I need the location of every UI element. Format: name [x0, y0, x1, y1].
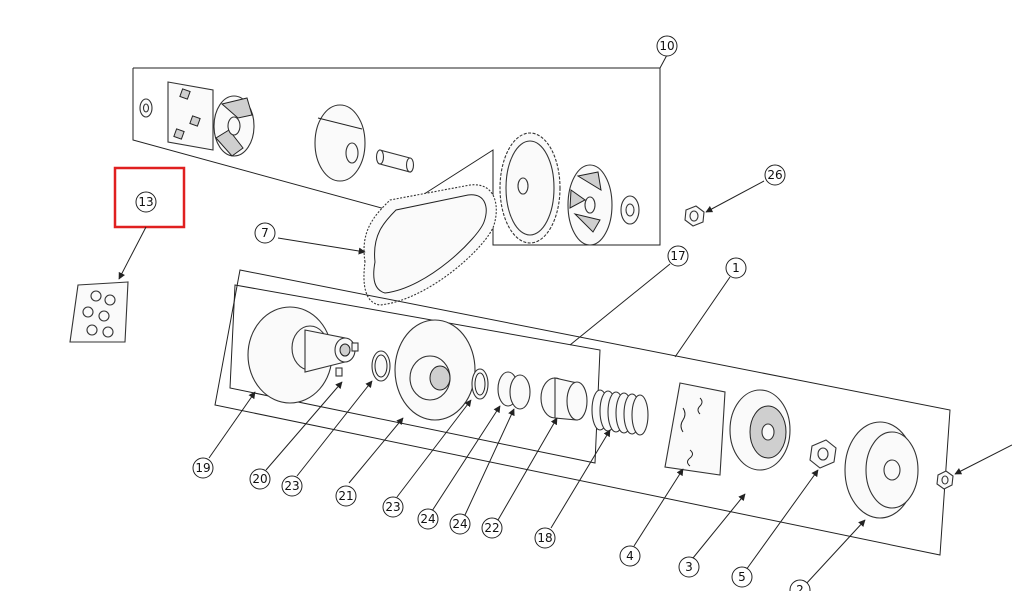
callout-19: 19 [192, 457, 214, 479]
svg-text:13: 13 [138, 195, 153, 209]
callout-21: 21 [335, 485, 357, 507]
svg-text:22: 22 [484, 521, 499, 535]
driven-pulley-parts [247, 306, 954, 519]
svg-text:21: 21 [338, 489, 353, 503]
callout-23b: 23 [382, 496, 404, 518]
svg-text:10: 10 [659, 39, 674, 53]
svg-text:23: 23 [284, 479, 299, 493]
svg-text:18: 18 [537, 531, 552, 545]
callout-7: 7 [254, 222, 276, 244]
svg-text:23: 23 [385, 500, 400, 514]
callout-24a: 24 [417, 508, 439, 530]
driven-pulley-group-frame [214, 269, 951, 556]
callout-2: 2 [789, 579, 811, 591]
svg-text:7: 7 [261, 226, 269, 240]
svg-text:5: 5 [738, 570, 746, 584]
svg-text:2: 2 [796, 583, 804, 591]
callout-3: 3 [678, 556, 700, 578]
svg-text:26: 26 [767, 168, 782, 182]
svg-text:4: 4 [626, 549, 634, 563]
callout-5: 5 [731, 566, 753, 588]
svg-text:24: 24 [452, 517, 467, 531]
callout-10: 10 [656, 35, 678, 57]
roller-weights-panel [69, 281, 129, 343]
nut-26-part [684, 205, 705, 227]
callout-4: 4 [619, 545, 641, 567]
leader-lines [118, 54, 1012, 586]
svg-text:20: 20 [252, 472, 267, 486]
callout-17: 17 [667, 245, 689, 267]
svg-text:19: 19 [195, 461, 210, 475]
callout-24b: 24 [449, 513, 471, 535]
spring-part [591, 389, 649, 436]
svg-text:24: 24 [420, 512, 435, 526]
drive-belt [363, 184, 497, 306]
callout-23a: 23 [281, 475, 303, 497]
callout-22: 22 [481, 517, 503, 539]
callout-1: 1 [725, 257, 747, 279]
svg-text:1: 1 [732, 261, 740, 275]
callout-20: 20 [249, 468, 271, 490]
callout-26: 26 [764, 164, 786, 186]
callout-13: 13 [135, 191, 157, 213]
svg-text:17: 17 [670, 249, 685, 263]
svg-text:3: 3 [685, 560, 693, 574]
callout-18: 18 [534, 527, 556, 549]
drive-pulley-parts [139, 81, 640, 246]
highlight-box-13 [113, 166, 186, 229]
